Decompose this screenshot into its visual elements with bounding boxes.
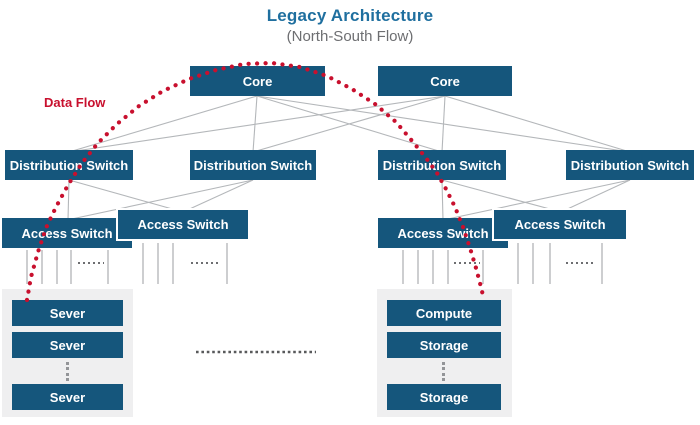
- storage-node-1: Storage: [387, 332, 501, 358]
- compute-node-label: Compute: [415, 305, 473, 321]
- data-flow-label: Data Flow: [44, 95, 106, 110]
- rack-panel-left: Sever Sever Sever: [2, 289, 133, 417]
- access-switch-node-2: Access Switch: [116, 208, 250, 241]
- core-node-1: Core: [190, 66, 325, 96]
- core-to-distribution-links: [68, 95, 631, 153]
- storage-node-1-label: Storage: [419, 337, 469, 353]
- distribution-switch-node-4: Distribution Switch: [566, 150, 694, 180]
- distribution-switch-4-label: Distribution Switch: [570, 157, 690, 173]
- access-switch-3-label: Access Switch: [397, 225, 489, 241]
- diagram-subtitle: (North-South Flow): [286, 28, 414, 45]
- access-downlinks: [26, 243, 603, 284]
- access-switch-node-1: Access Switch: [2, 218, 132, 248]
- access-switch-node-3: Access Switch: [378, 218, 508, 248]
- diagram-title: Legacy Architecture: [266, 6, 434, 25]
- core-node-2-label: Core: [430, 73, 460, 89]
- server-node-1: Sever: [12, 300, 123, 326]
- distribution-switch-3-label: Distribution Switch: [382, 157, 502, 173]
- core-node-2: Core: [378, 66, 512, 96]
- access-switch-1-label: Access Switch: [21, 225, 113, 241]
- diagram-header: Legacy Architecture (North-South Flow): [0, 6, 700, 45]
- access-switch-4-label: Access Switch: [514, 217, 606, 232]
- vertical-ellipsis-left: [66, 362, 69, 381]
- vertical-ellipsis-right: [442, 362, 445, 381]
- server-node-3-label: Sever: [49, 389, 86, 405]
- distribution-switch-node-1: Distribution Switch: [5, 150, 133, 180]
- rack-panel-right: Compute Storage Storage: [377, 289, 512, 417]
- distribution-switch-node-2: Distribution Switch: [190, 150, 316, 180]
- storage-node-2-label: Storage: [419, 389, 469, 405]
- distribution-switch-1-label: Distribution Switch: [9, 157, 129, 173]
- storage-node-2: Storage: [387, 384, 501, 410]
- access-switch-node-4: Access Switch: [492, 208, 628, 241]
- server-node-2: Sever: [12, 332, 123, 358]
- distribution-switch-node-3: Distribution Switch: [378, 150, 506, 180]
- access-switch-2-label: Access Switch: [137, 217, 229, 232]
- server-node-3: Sever: [12, 384, 123, 410]
- server-node-2-label: Sever: [49, 337, 86, 353]
- compute-node: Compute: [387, 300, 501, 326]
- distribution-switch-2-label: Distribution Switch: [193, 157, 313, 173]
- server-node-1-label: Sever: [49, 305, 86, 321]
- core-node-1-label: Core: [242, 73, 273, 89]
